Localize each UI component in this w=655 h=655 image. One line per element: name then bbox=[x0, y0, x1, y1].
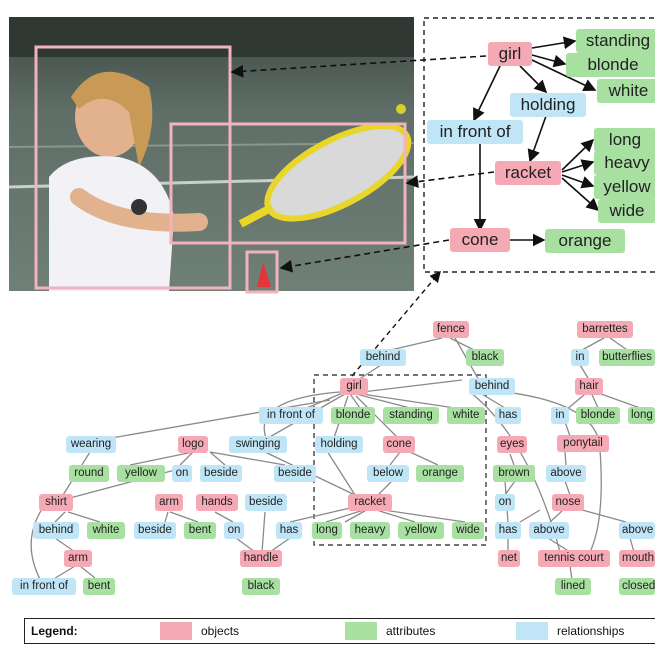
b-net: net bbox=[498, 550, 520, 567]
b-shirt: shirt bbox=[39, 494, 73, 511]
b-behind3: behind bbox=[33, 522, 79, 539]
b-beside4: beside bbox=[134, 522, 176, 539]
b-on1: on bbox=[172, 465, 192, 482]
b-white: white bbox=[447, 407, 485, 424]
b-black2: black bbox=[242, 578, 280, 595]
b-standing: standing bbox=[383, 407, 439, 424]
b-arm2: arm bbox=[64, 550, 92, 567]
b-handle: handle bbox=[240, 550, 282, 567]
node-racket: racket bbox=[495, 161, 561, 185]
node-orange: orange bbox=[545, 229, 625, 253]
legend: Legend: objects attributes relationships bbox=[24, 618, 655, 644]
node-cone: cone bbox=[450, 228, 510, 252]
node-girl: girl bbox=[488, 42, 532, 66]
node-holding: holding bbox=[510, 93, 586, 117]
b-bent1: bent bbox=[184, 522, 216, 539]
b-nose: nose bbox=[552, 494, 584, 511]
node-standing: standing bbox=[576, 29, 655, 53]
b-on2: on bbox=[495, 494, 515, 511]
b-on3: on bbox=[224, 522, 244, 539]
b-above3: above bbox=[619, 522, 655, 539]
b-girl: girl bbox=[340, 378, 368, 395]
b-long2: long bbox=[628, 407, 655, 424]
b-wide: wide bbox=[452, 522, 484, 539]
b-black1: black bbox=[466, 349, 504, 366]
b-yellow2: yellow bbox=[398, 522, 444, 539]
b-lined: lined bbox=[555, 578, 591, 595]
legend-relationships-swatch bbox=[516, 622, 548, 640]
legend-title: Legend: bbox=[31, 624, 78, 638]
b-long: long bbox=[312, 522, 342, 539]
b-in-front-of: in front of bbox=[259, 407, 323, 424]
b-wearing: wearing bbox=[66, 436, 116, 453]
b-barrettes: barrettes bbox=[577, 321, 633, 338]
b-has3: has bbox=[495, 522, 521, 539]
b-logo: logo bbox=[178, 436, 208, 453]
b-ponytail: ponytail bbox=[557, 435, 609, 452]
node-white: white bbox=[597, 79, 655, 103]
b-has1: has bbox=[495, 407, 521, 424]
b-heavy: heavy bbox=[350, 522, 390, 539]
b-closed: closed bbox=[619, 578, 655, 595]
b-has2: has bbox=[276, 522, 302, 539]
b-behind2: behind bbox=[469, 378, 515, 395]
node-in-front-of: in front of bbox=[427, 120, 523, 144]
b-beside3: beside bbox=[245, 494, 287, 511]
b-fence: fence bbox=[433, 321, 469, 338]
b-hands: hands bbox=[196, 494, 238, 511]
b-blonde: blonde bbox=[331, 407, 375, 424]
b-butterflies: butterflies bbox=[599, 349, 655, 366]
b-racket: racket bbox=[348, 494, 392, 511]
b-tennis-court: tennis court bbox=[538, 550, 610, 567]
b-in2: in bbox=[551, 407, 569, 424]
b-behind1: behind bbox=[360, 349, 406, 366]
b-below: below bbox=[367, 465, 409, 482]
tennis-photo bbox=[9, 17, 414, 291]
b-brown: brown bbox=[493, 465, 535, 482]
legend-attributes-swatch bbox=[345, 622, 377, 640]
legend-objects-swatch bbox=[160, 622, 192, 640]
b-in1: in bbox=[571, 349, 589, 366]
node-heavy: heavy bbox=[594, 151, 655, 175]
b-above1: above bbox=[546, 465, 586, 482]
b-bent2: bent bbox=[83, 578, 115, 595]
b-eyes: eyes bbox=[497, 436, 527, 453]
legend-relationships-label: relationships bbox=[557, 624, 625, 638]
legend-attributes-label: attributes bbox=[386, 624, 436, 638]
b-yellow: yellow bbox=[117, 465, 165, 482]
b-orange: orange bbox=[416, 465, 464, 482]
b-beside1: beside bbox=[200, 465, 242, 482]
b-round: round bbox=[69, 465, 109, 482]
b-cone: cone bbox=[383, 436, 415, 453]
b-white2: white bbox=[87, 522, 125, 539]
b-holding: holding bbox=[315, 436, 363, 453]
node-long: long bbox=[594, 128, 655, 152]
b-arm1: arm bbox=[155, 494, 183, 511]
b-above2: above bbox=[529, 522, 569, 539]
node-wide: wide bbox=[598, 199, 655, 223]
b-hair: hair bbox=[575, 378, 603, 395]
b-swinging: swinging bbox=[229, 436, 287, 453]
b-blonde2: blonde bbox=[576, 407, 620, 424]
node-blonde: blonde bbox=[566, 53, 655, 77]
b-in-front-of2: in front of bbox=[12, 578, 76, 595]
b-beside2: beside bbox=[274, 465, 316, 482]
node-yellow: yellow bbox=[594, 175, 655, 199]
legend-objects-label: objects bbox=[201, 624, 240, 638]
b-mouth: mouth bbox=[619, 550, 655, 567]
